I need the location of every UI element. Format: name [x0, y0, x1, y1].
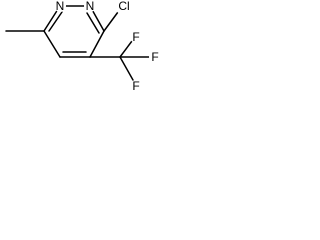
bond-c-f-top: [119, 40, 133, 58]
atom-cl-label: Cl: [118, 0, 129, 13]
atom-f-right-label: F: [151, 50, 158, 64]
atom-n1-backing: [54, 0, 66, 12]
bond-c-f-bottom: [119, 56, 134, 81]
atom-f-bottom-label: F: [132, 79, 139, 93]
bond-n2-c3-inner: [86, 12, 100, 34]
bond-c3-c4: [89, 30, 105, 58]
atom-f-bottom-backing: [130, 80, 142, 92]
atom-n1-label: N: [56, 0, 65, 13]
atom-f-right-backing: [149, 51, 161, 63]
atom-f-top-backing: [130, 31, 142, 43]
chemical-structure: N N Cl F F F: [5, 0, 161, 93]
bond-c5-c6: [43, 30, 61, 58]
atom-n2-backing: [84, 0, 96, 12]
bond-c3-cl: [103, 11, 119, 32]
atom-n2-label: N: [86, 0, 95, 13]
atom-cl-backing: [115, 0, 133, 15]
atom-f-top-label: F: [132, 30, 139, 44]
bond-c6-n1-inner: [48, 11, 63, 32]
